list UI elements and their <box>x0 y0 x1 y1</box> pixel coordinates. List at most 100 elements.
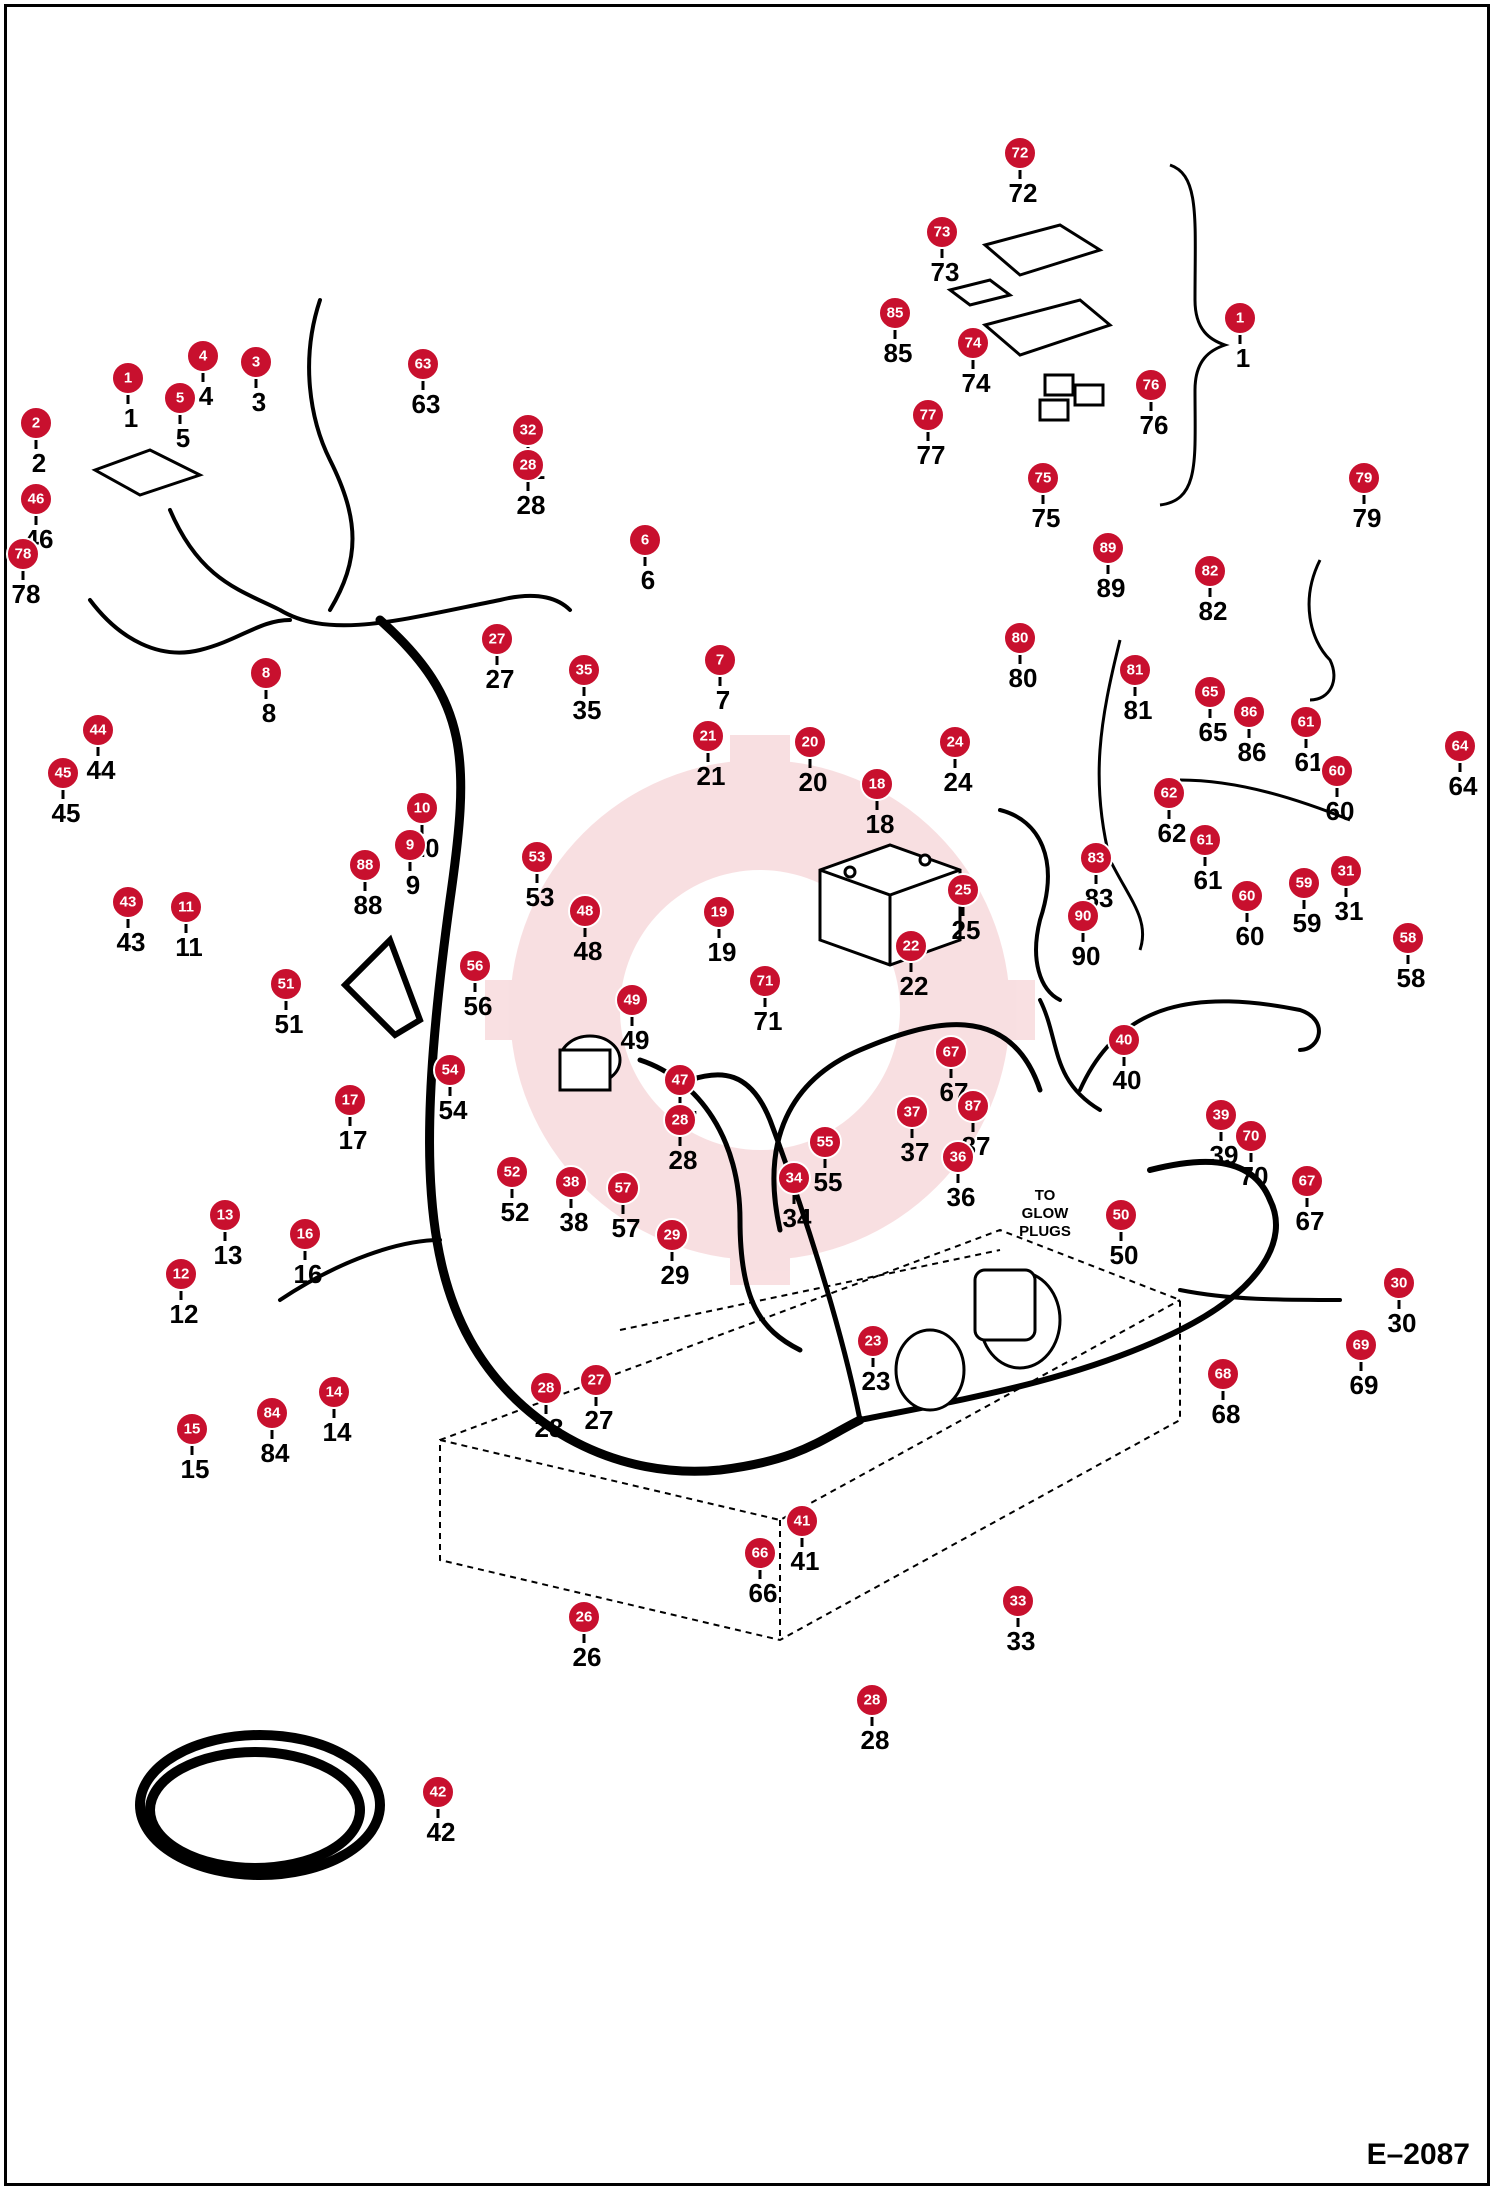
callout-marker <box>111 885 145 919</box>
callout-number: 20 <box>799 767 828 797</box>
callout-5: 55 <box>163 381 197 453</box>
callout-marker <box>703 643 737 677</box>
callout-label: 68 <box>1215 1366 1232 1383</box>
callout-number: 64 <box>1449 771 1478 801</box>
callout-marker <box>1193 675 1227 709</box>
glow-note-line-2: GLOW <box>1022 1205 1069 1222</box>
callout-number: 60 <box>1326 796 1355 826</box>
callout-number: 74 <box>962 368 991 398</box>
callout-4: 44 <box>186 339 220 411</box>
callout-number: 12 <box>170 1299 199 1329</box>
callout-label: 67 <box>943 1044 960 1061</box>
callout-number: 19 <box>708 937 737 967</box>
callout-number: 56 <box>464 991 493 1021</box>
callout-marker <box>1289 705 1323 739</box>
callout-number: 71 <box>754 1006 783 1036</box>
glow-note-line-1: TO <box>1035 1187 1056 1204</box>
callout-marker <box>895 1095 929 1129</box>
callout-number: 38 <box>560 1207 589 1237</box>
callout-label: 86 <box>1241 704 1258 721</box>
callout-number: 26 <box>573 1642 602 1672</box>
callout-marker <box>1234 1119 1268 1153</box>
callout-label: 41 <box>794 1513 811 1530</box>
callout-label: 74 <box>965 335 982 352</box>
callout-label: 9 <box>406 837 414 854</box>
callout-label: 75 <box>1035 470 1052 487</box>
callout-label: 19 <box>711 904 728 921</box>
callout-marker <box>19 406 53 440</box>
callout-number: 16 <box>294 1259 323 1289</box>
starter-motor <box>894 1268 1062 1412</box>
callout-number: 1 <box>124 403 138 433</box>
callout-label: 63 <box>415 356 432 373</box>
callout-number: 79 <box>1353 503 1382 533</box>
callout-marker <box>19 482 53 516</box>
callout-label: 58 <box>1400 930 1417 947</box>
callout-number: 42 <box>427 1817 456 1847</box>
callout-label: 64 <box>1452 738 1469 755</box>
callout-label: 70 <box>1243 1128 1260 1145</box>
callout-label: 52 <box>504 1164 521 1181</box>
callout-marker <box>406 347 440 381</box>
callout-number: 5 <box>176 423 190 453</box>
callout-marker <box>615 983 649 1017</box>
callout-label: 16 <box>297 1226 314 1243</box>
callout-label: 32 <box>520 422 537 439</box>
callout-label: 27 <box>489 631 506 648</box>
callout-label: 85 <box>887 305 904 322</box>
callout-number: 65 <box>1199 717 1228 747</box>
callout-label: 42 <box>430 1784 447 1801</box>
callout-number: 82 <box>1199 596 1228 626</box>
callout-number: 68 <box>1212 1399 1241 1429</box>
callout-label: 88 <box>357 857 374 874</box>
callout-label: 8 <box>262 665 270 682</box>
callout-marker <box>1347 461 1381 495</box>
callout-label: 47 <box>672 1072 689 1089</box>
callout-number: 28 <box>535 1413 564 1443</box>
callout-42: 42 42 <box>421 1775 456 1847</box>
callout-label: 14 <box>326 1384 343 1401</box>
callout-number: 17 <box>339 1125 368 1155</box>
callout-marker <box>1152 776 1186 810</box>
callout-marker <box>480 622 514 656</box>
callout-marker <box>946 873 980 907</box>
callout-marker <box>1206 1357 1240 1391</box>
callout-label: 53 <box>529 849 546 866</box>
glow-note-line-3: PLUGS <box>1019 1223 1071 1240</box>
callout-number: 69 <box>1350 1370 1379 1400</box>
callout-label: 11 <box>178 899 194 916</box>
callout-number: 90 <box>1072 941 1101 971</box>
callout-marker <box>1003 621 1037 655</box>
callout-marker <box>1230 879 1264 913</box>
callout-label: 67 <box>1299 1173 1316 1190</box>
callout-label: 40 <box>1116 1032 1133 1049</box>
callout-marker <box>288 1217 322 1251</box>
callout-marker <box>702 895 736 929</box>
callout-marker <box>186 339 220 373</box>
callout-marker <box>1382 1266 1416 1300</box>
callout-marker <box>495 1155 529 1189</box>
callout-label: 27 <box>588 1372 605 1389</box>
callout-marker <box>433 1053 467 1087</box>
glow-plug-note: TO GLOW PLUGS <box>1019 1187 1071 1240</box>
callout-number: 62 <box>1158 818 1187 848</box>
callout-label: 4 <box>199 348 208 365</box>
callout-label: 5 <box>176 390 184 407</box>
callout-number: 28 <box>669 1145 698 1175</box>
callout-number: 67 <box>1296 1206 1325 1236</box>
